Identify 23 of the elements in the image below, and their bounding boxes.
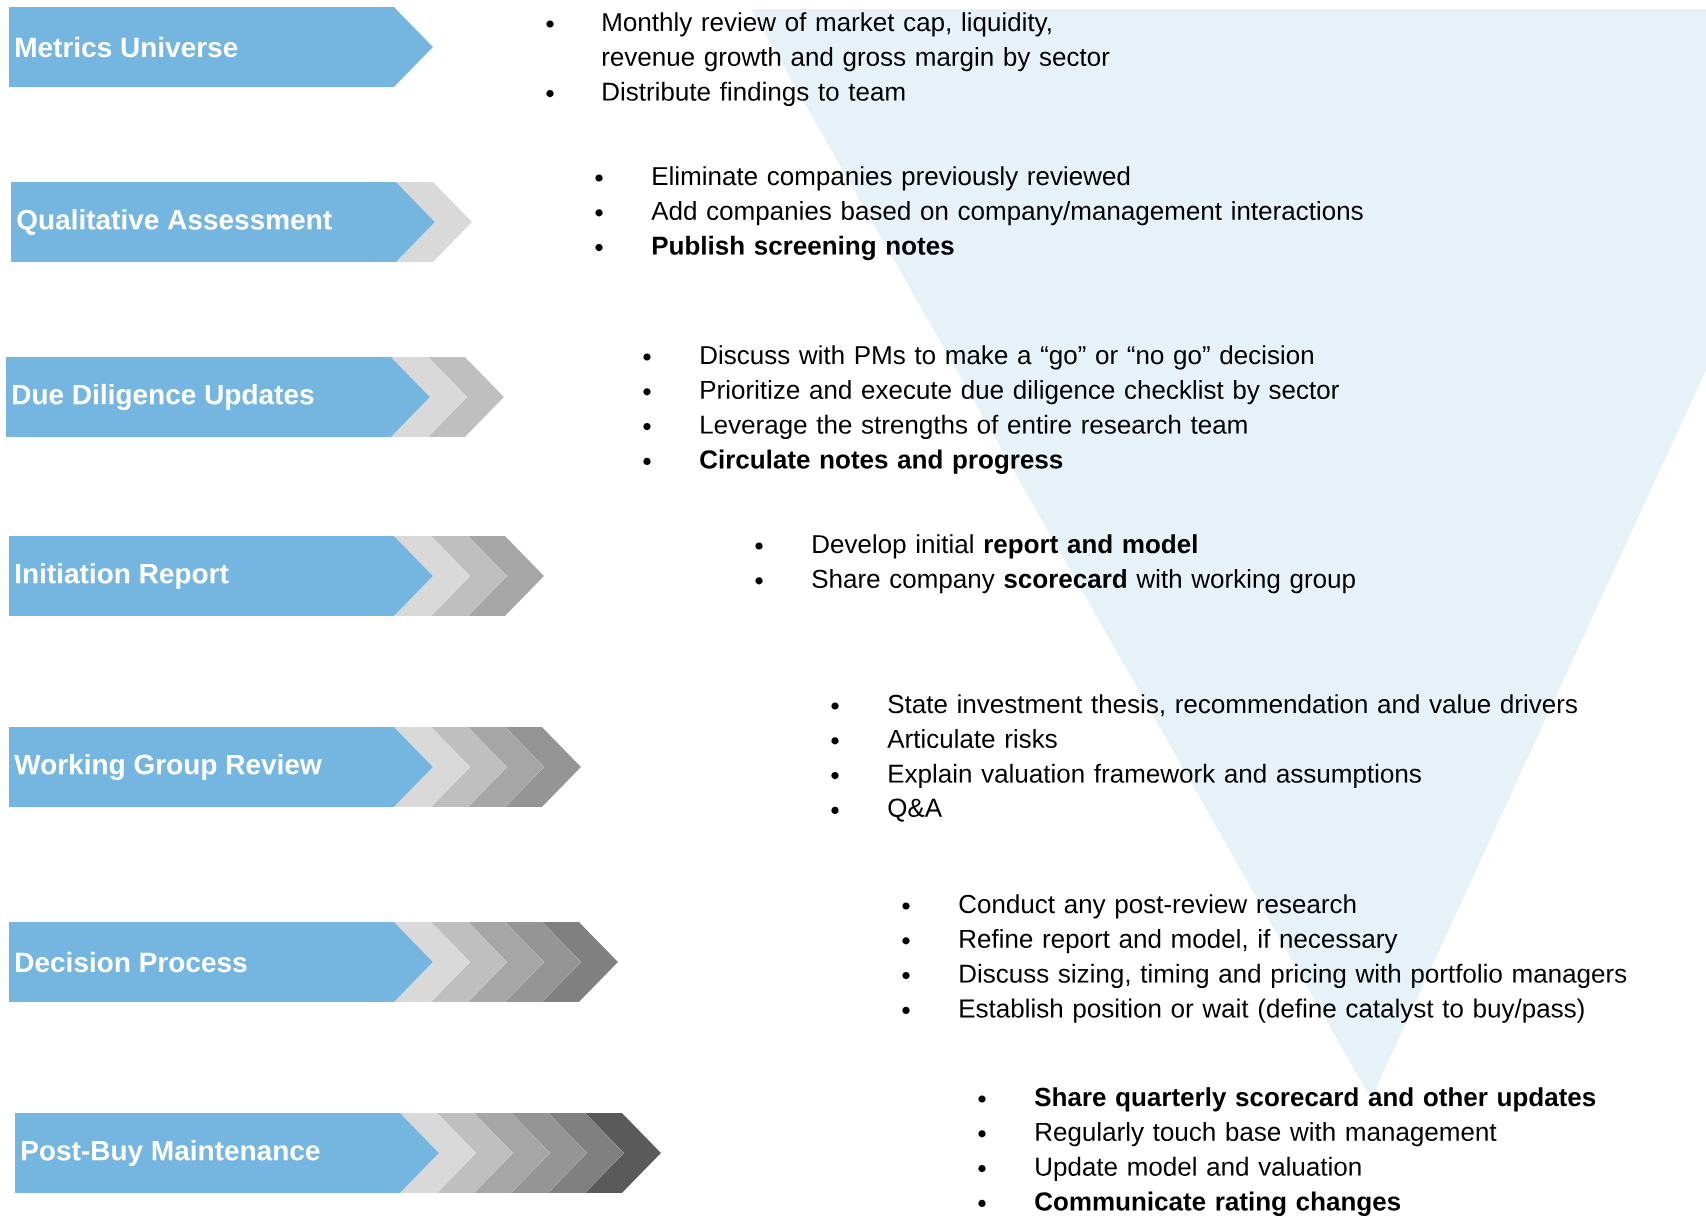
bullet-item: Conduct any post-review research: [902, 894, 1356, 919]
bullet-item: Eliminate companies previously reviewed: [595, 166, 1130, 191]
bullet-item: Publish screening notes: [595, 235, 954, 261]
bullet-item: Establish position or wait (define catalyst to buy/pass): [902, 998, 1584, 1023]
bullet-item: Communicate rating changes: [978, 1191, 1401, 1216]
bullet-item: Share company scorecard with working group: [755, 569, 1355, 594]
bullet-item: Refine report and model, if necessary: [902, 929, 1398, 954]
bullet-item: Add companies based on company/management interactions: [595, 201, 1363, 226]
bullet-item: Circulate notes and progress: [643, 449, 1063, 474]
bullet-item: Explain valuation framework and assumptions: [831, 763, 1421, 788]
bullet-item: Articulate risks: [831, 729, 1057, 749]
bullet-item: Distribute findings to team: [546, 81, 905, 106]
bullet-item: Update model and valuation: [978, 1156, 1361, 1181]
bullet-item: State investment thesis, recommendation and value drivers: [831, 694, 1577, 717]
bullet-item: Develop initial report and model: [755, 534, 1197, 559]
bullet-item: Leverage the strengths of entire research team: [643, 414, 1247, 439]
bullet-item: Monthly review of market cap, liquidity, revenue growth and gross margin by sector: [546, 12, 1110, 72]
bullet-item: Discuss with PMs to make a “go” or “no go” decision: [643, 345, 1313, 370]
bullet-item: Regularly touch base with management: [978, 1122, 1497, 1147]
bullet-item: Discuss sizing, timing and pricing with portfolio managers: [902, 963, 1627, 988]
bullet-item: Share quarterly scorecard and other updates: [978, 1087, 1596, 1112]
bullet-item: Q&A: [831, 798, 943, 822]
bullet-item: Prioritize and execute due diligence checklist by sector: [643, 380, 1339, 405]
